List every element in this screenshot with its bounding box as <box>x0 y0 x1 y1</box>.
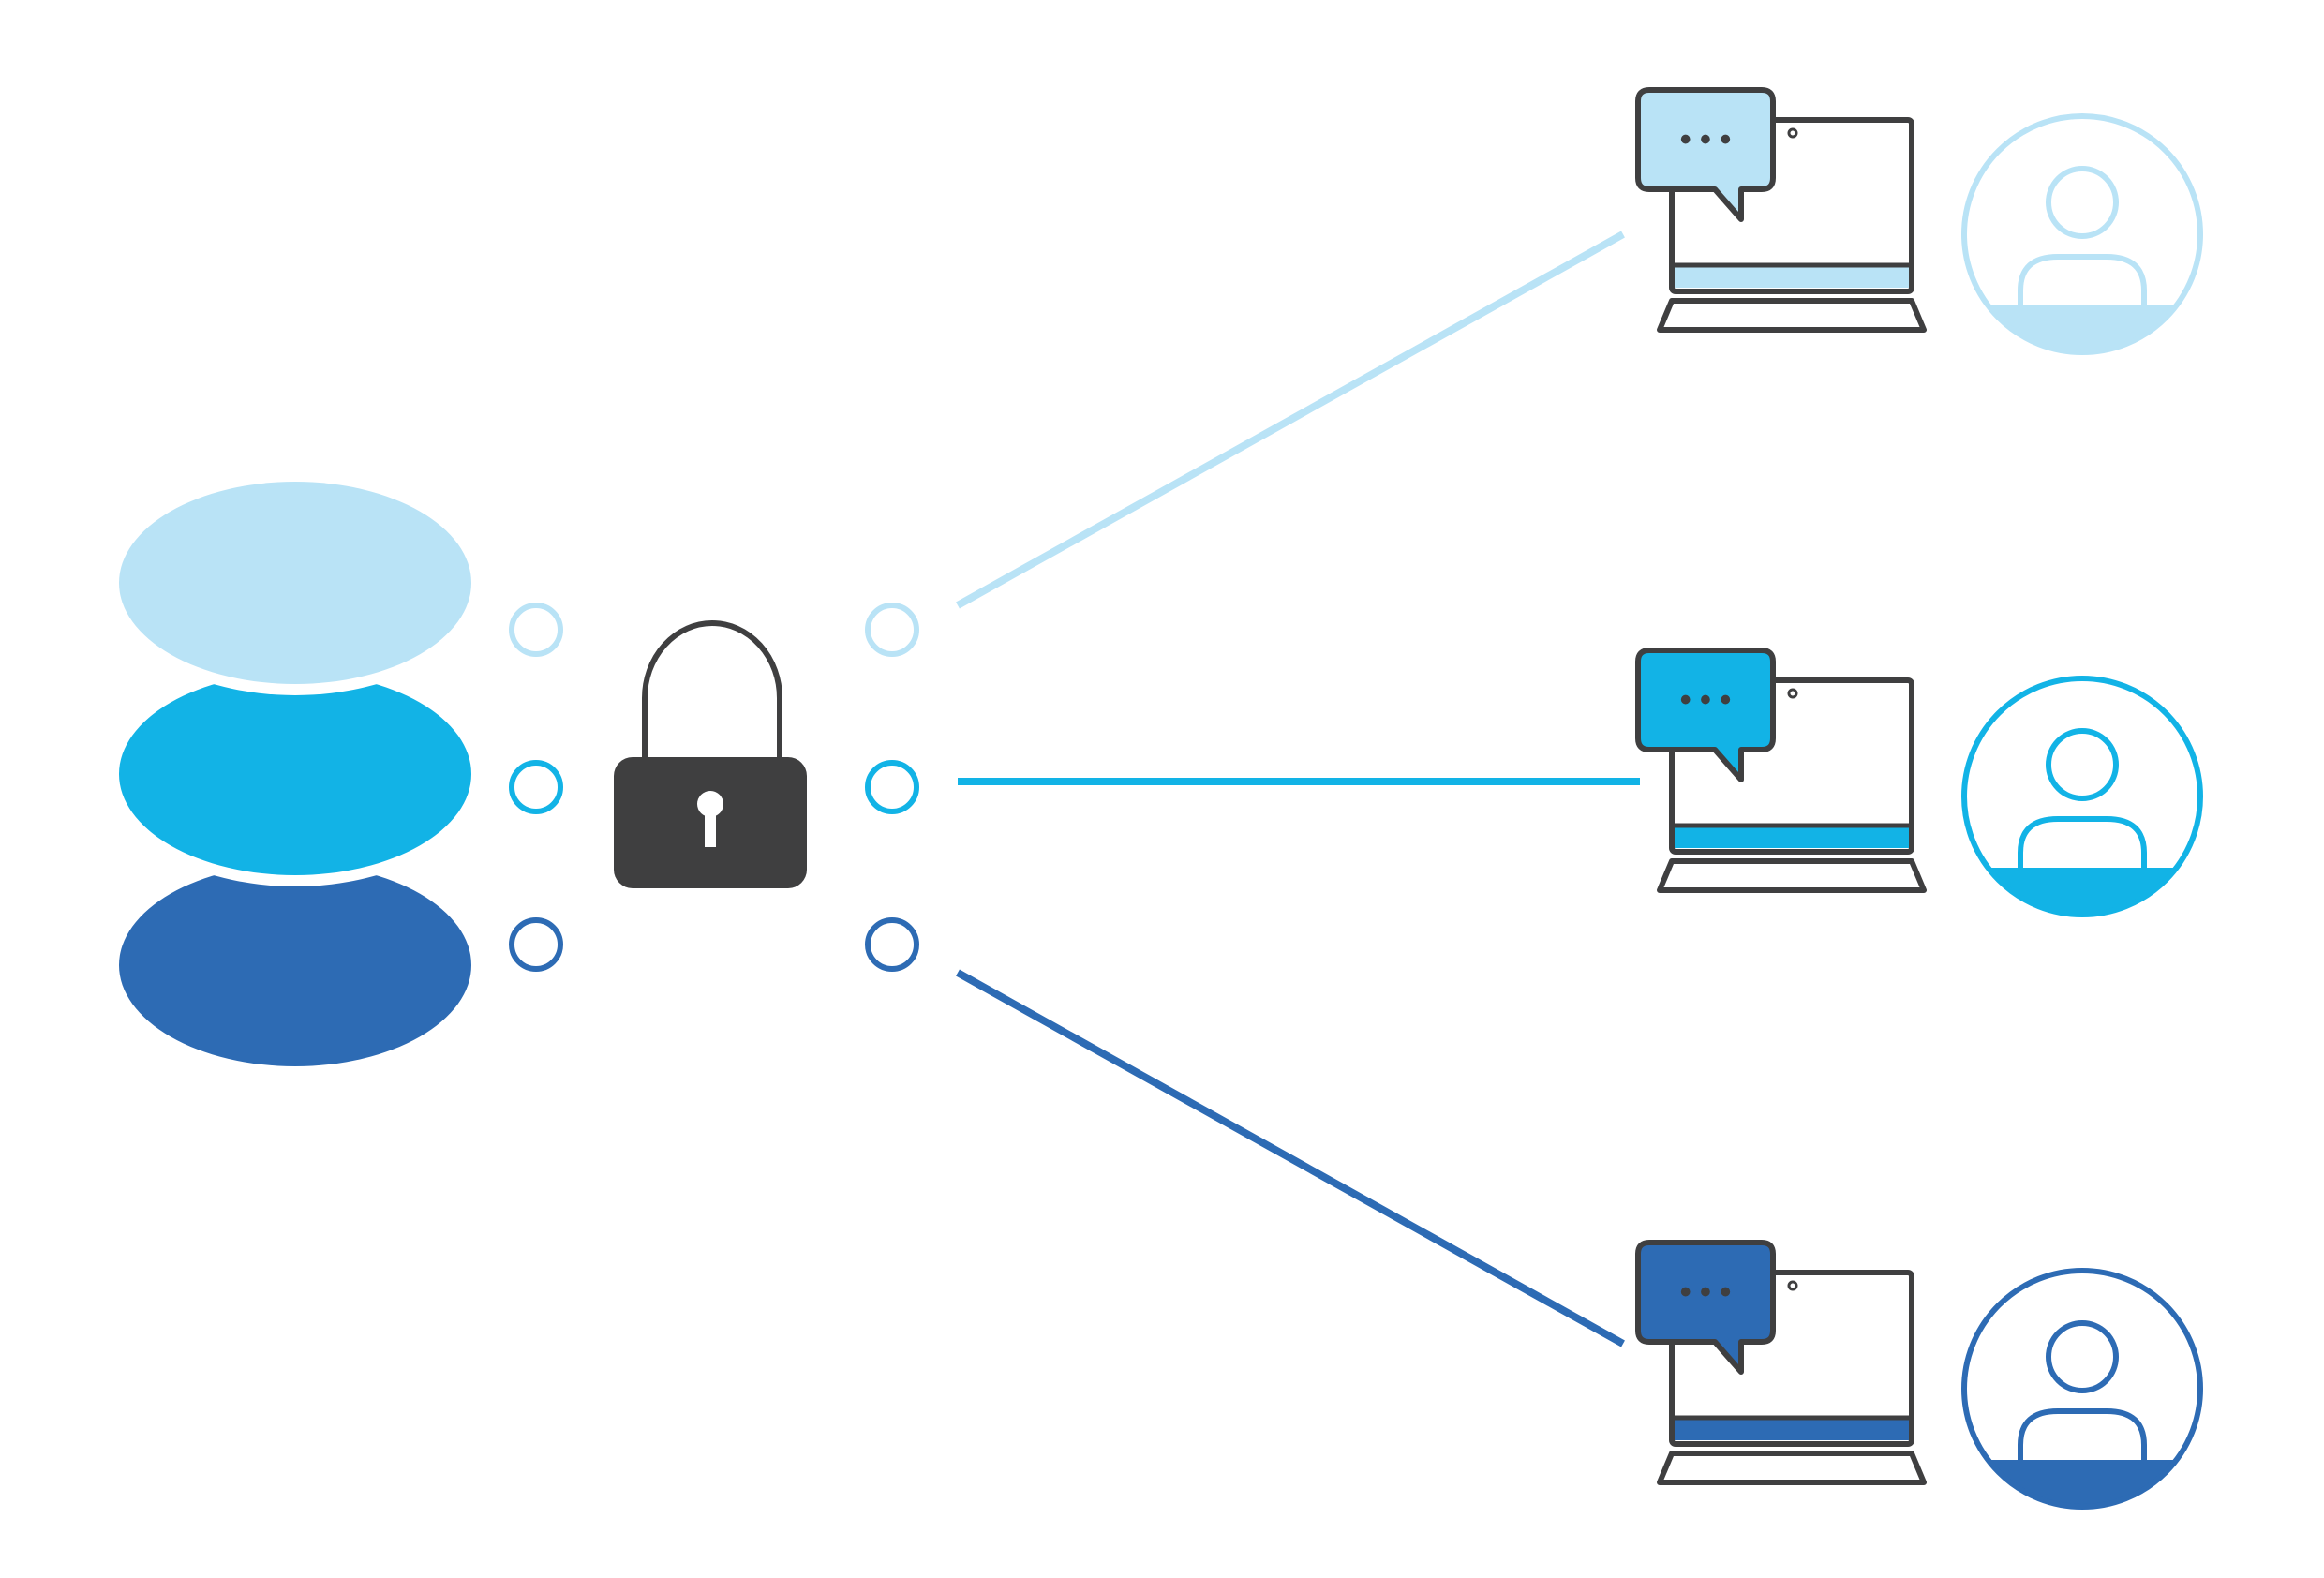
speech-bubble-icon: • • • <box>1635 648 1776 782</box>
connection-line-1 <box>956 231 1625 609</box>
speech-bubble-icon: • • • <box>1635 1240 1776 1375</box>
user-avatar-icon <box>1961 676 2203 917</box>
speech-bubble <box>1635 87 1776 222</box>
connector-node-left-1 <box>509 603 563 657</box>
user-avatar-ring <box>1961 113 2203 355</box>
client-endpoint-2: • • • <box>1635 648 2203 917</box>
user-avatar-icon <box>1961 113 2203 355</box>
user-avatar-ring <box>1961 676 2203 917</box>
stacked-data-layers-icon <box>110 474 481 1066</box>
connection-lines <box>956 231 1640 1347</box>
data-layer-1 <box>119 482 471 684</box>
user-avatar-ring <box>1961 1268 2203 1510</box>
data-layer-2 <box>119 673 471 875</box>
speech-bubble-dots: • • • <box>1680 682 1732 718</box>
connector-node-left-3 <box>509 917 563 972</box>
user-avatar-shoulders <box>2018 1408 2147 1464</box>
connector-node-right-1 <box>865 603 919 657</box>
data-layer-3 <box>119 864 471 1066</box>
client-endpoint-1: • • • <box>1635 87 2203 355</box>
user-avatar-shoulders <box>2018 816 2147 871</box>
user-avatar-shoulders <box>2018 254 2147 309</box>
laptop-base <box>1657 298 1927 333</box>
connector-node-right-2 <box>865 760 919 814</box>
client-endpoint-3: • • • <box>1635 1240 2203 1510</box>
laptop-screen-bar <box>1675 267 1909 288</box>
speech-bubble-dots: • • • <box>1680 1274 1732 1310</box>
laptop-screen-bar <box>1675 827 1909 848</box>
speech-bubble-icon: • • • <box>1635 87 1776 222</box>
padlock-keyhole-slot <box>705 811 716 847</box>
user-avatar-head <box>2046 728 2119 801</box>
padlock-shackle <box>642 620 782 761</box>
user-avatar-head <box>2046 1320 2119 1393</box>
connector-nodes <box>509 603 919 972</box>
speech-bubble <box>1635 648 1776 782</box>
laptop-camera <box>1787 688 1798 699</box>
padlock-icon <box>614 620 807 888</box>
padlock-keyhole <box>697 791 723 817</box>
laptop-camera <box>1787 1280 1798 1291</box>
laptop-camera <box>1787 127 1798 139</box>
laptop-base <box>1657 1451 1927 1485</box>
connector-node-right-3 <box>865 917 919 972</box>
user-avatar-icon <box>1961 1268 2203 1510</box>
laptop-screen-bar <box>1675 1420 1909 1440</box>
speech-bubble <box>1635 1240 1776 1375</box>
laptop-base <box>1657 858 1927 893</box>
connector-node-left-2 <box>509 760 563 814</box>
speech-bubble-dots: • • • <box>1680 122 1732 157</box>
connection-line-3 <box>956 969 1625 1347</box>
user-avatar-head <box>2046 166 2119 239</box>
